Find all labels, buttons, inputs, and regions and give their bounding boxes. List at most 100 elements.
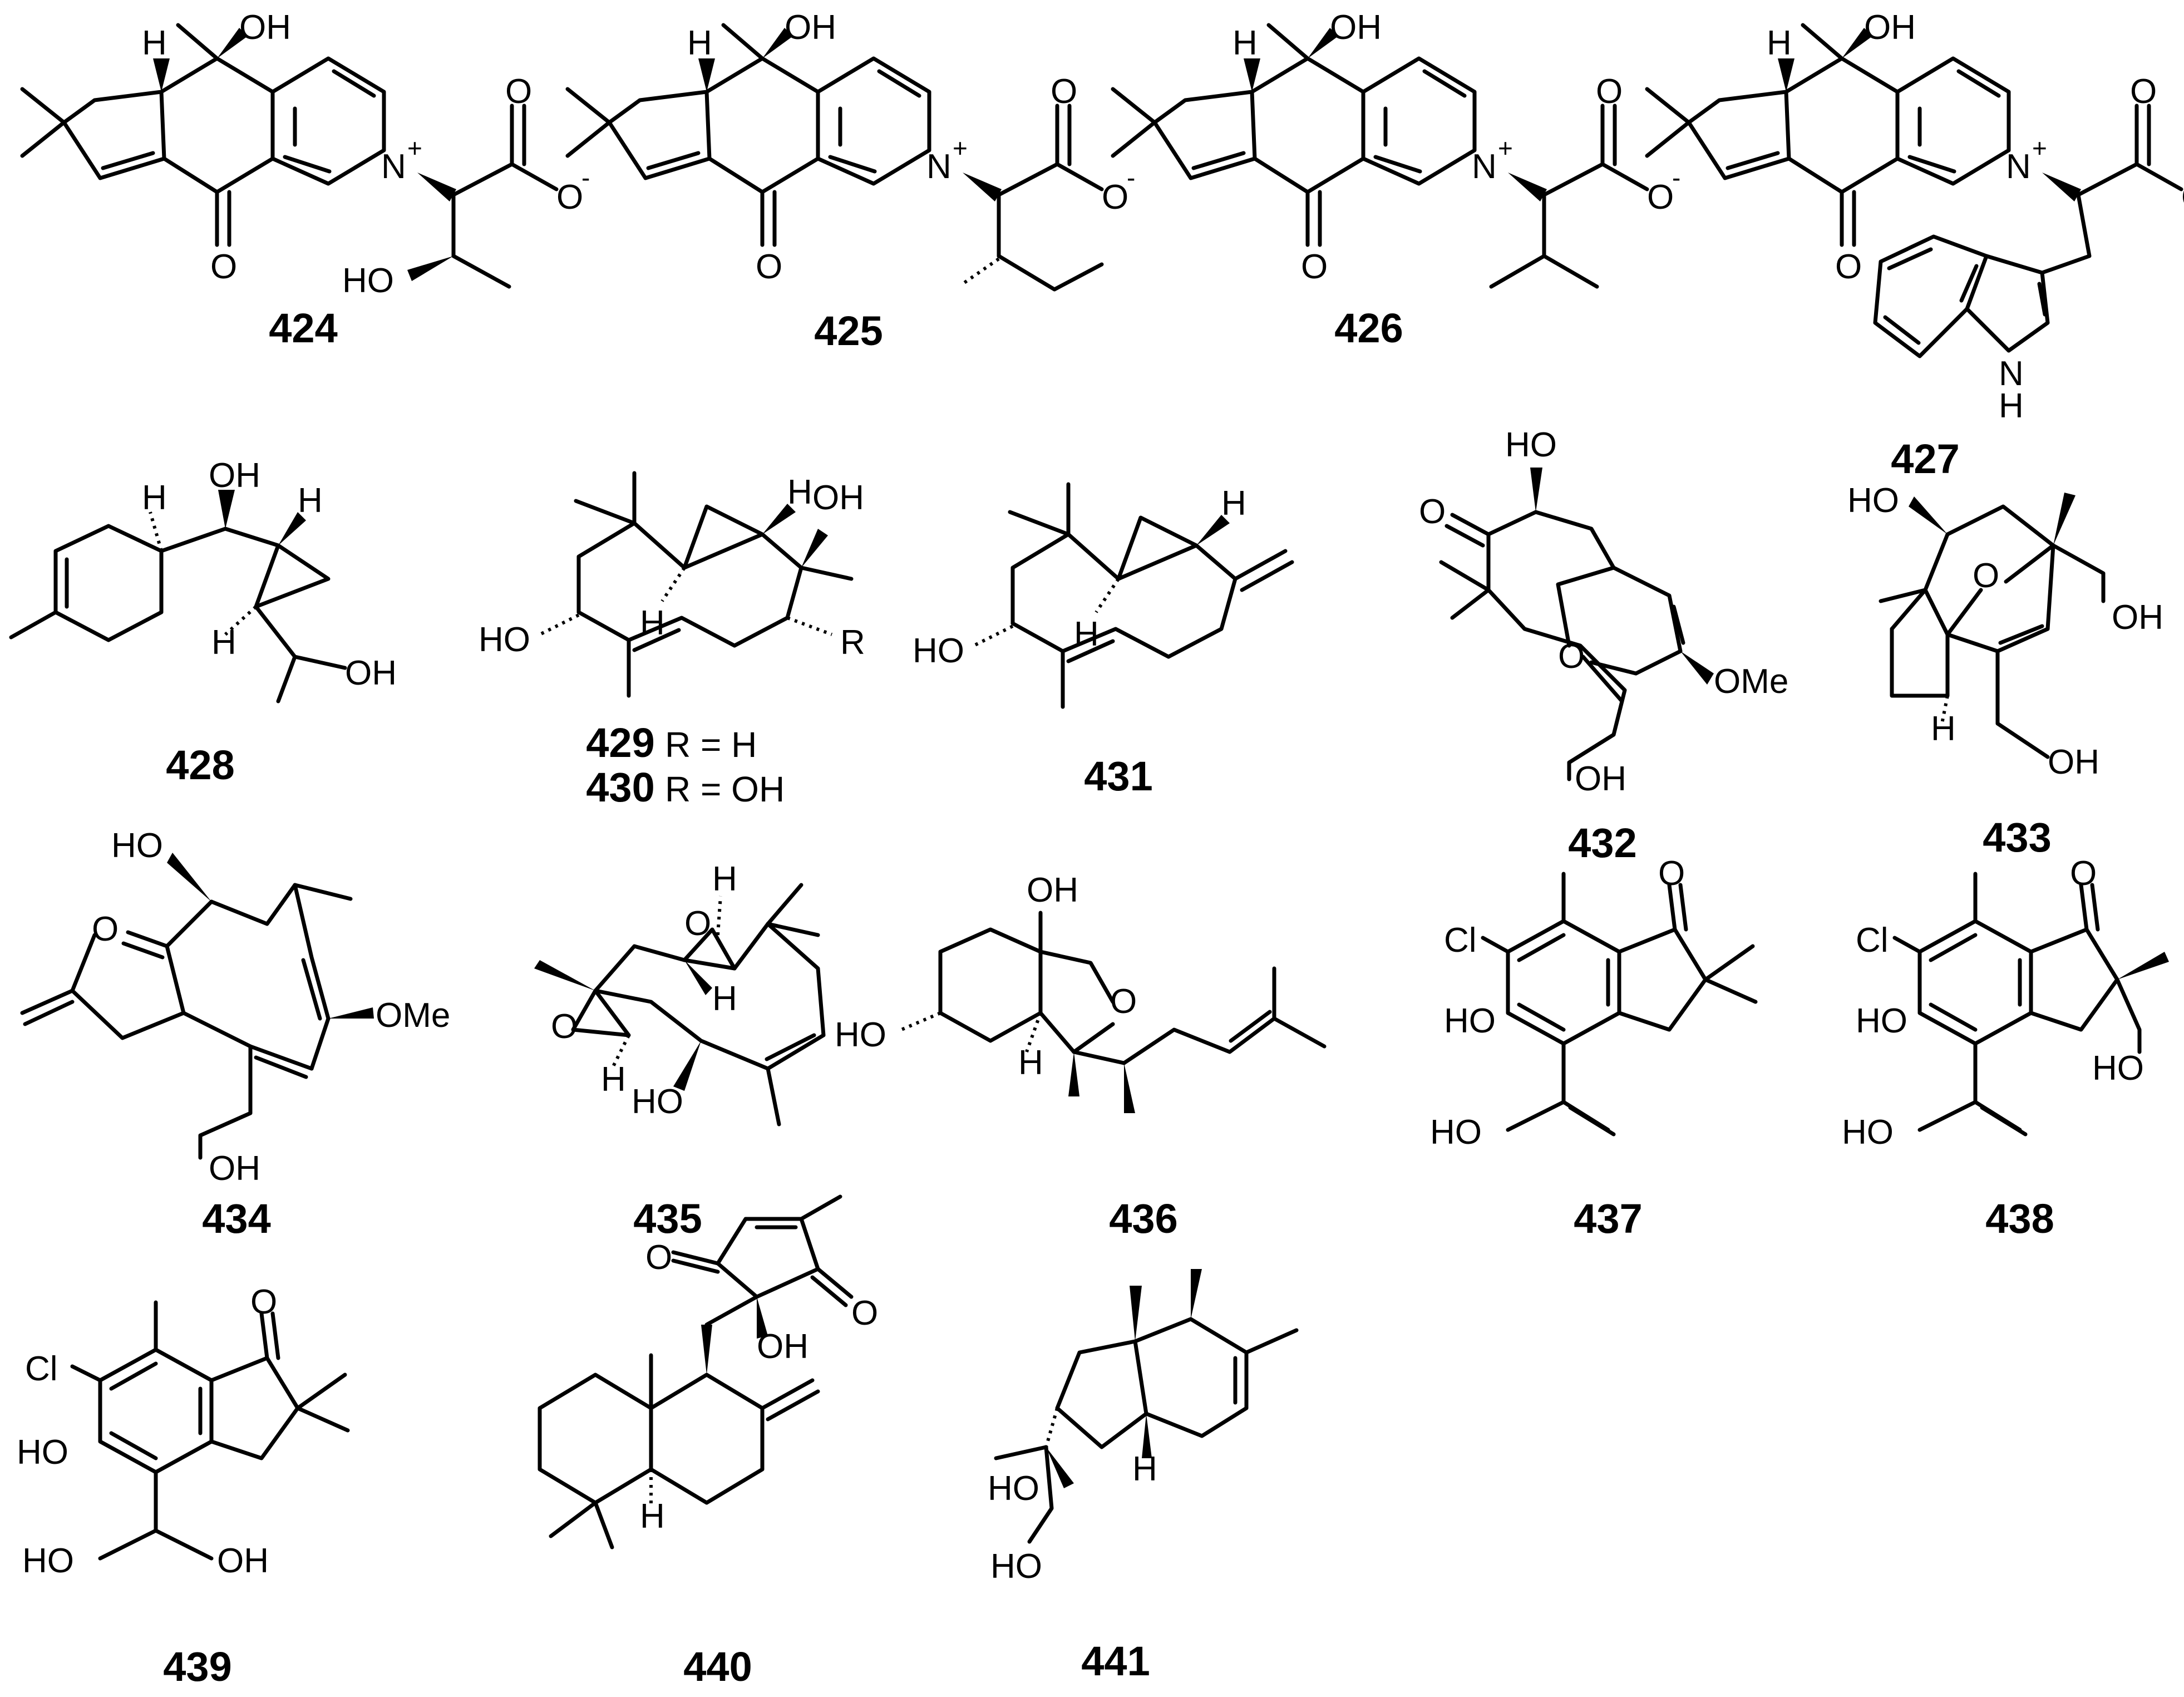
ketone-o: O <box>1419 493 1446 531</box>
oh-label: OH <box>1575 760 1626 798</box>
compound-label-441: 441 <box>1081 1638 1150 1684</box>
compound-label-433: 433 <box>1983 814 2051 860</box>
compound-label-429: 429 <box>586 720 654 766</box>
ho-label: HO <box>1856 1002 1907 1040</box>
charge-plus: + <box>407 134 422 163</box>
ketone-o: O <box>1301 248 1328 286</box>
compound-424: H OH O N + O O - HO 424 <box>22 8 590 351</box>
ketone-o: O <box>250 1283 277 1321</box>
charge-plus: + <box>1498 134 1513 163</box>
epoxide-o: O <box>684 904 711 943</box>
carbonyl-o: O <box>1596 72 1623 111</box>
compound-label-438: 438 <box>1985 1196 2054 1242</box>
h-label: H <box>787 473 812 511</box>
h-label: H <box>687 24 712 62</box>
ether-o: O <box>1110 982 1137 1021</box>
compound-label-427: 427 <box>1891 436 1959 482</box>
dione-o: O <box>645 1238 672 1277</box>
charge-minus: - <box>1672 163 1680 192</box>
carboxylate-o: O <box>1102 178 1128 217</box>
oh-label: OH <box>757 1327 808 1366</box>
compound-label-436: 436 <box>1109 1196 1177 1242</box>
compound-label-435: 435 <box>633 1196 702 1242</box>
ho-label: HO <box>1430 1113 1482 1152</box>
epoxide-o: O <box>551 1007 578 1046</box>
ketone-o: O <box>92 910 119 948</box>
h-label: H <box>1232 24 1258 62</box>
compound-label-424: 424 <box>269 305 337 351</box>
ho-label: HO <box>1842 1113 1894 1152</box>
ketone-o: O <box>1835 248 1862 286</box>
h-label: H <box>1221 484 1246 523</box>
ho-label: HO <box>835 1016 886 1054</box>
compound-439: Cl HO O HO OH 439 <box>17 1283 350 1690</box>
h-label: H <box>1767 24 1792 62</box>
compound-425: H OH O N + O O - 425 <box>568 8 1135 354</box>
oh-label: OH <box>209 1149 260 1188</box>
carboxylate-o: O <box>1647 178 1674 217</box>
h-label: H <box>712 980 737 1018</box>
ketone-o: O <box>1658 854 1685 893</box>
n-plus-label: N <box>1472 147 1497 186</box>
ho-label: HO <box>1847 481 1899 520</box>
indole-h: H <box>1999 387 2024 425</box>
ho-label: HO <box>1444 1002 1496 1040</box>
oh-label: OH <box>812 479 864 517</box>
compound-432: HO O O OMe OH 432 <box>1419 426 1788 866</box>
n-plus-label: N <box>2006 147 2031 186</box>
compound-438: Cl HO O HO HO 438 <box>1842 854 2169 1242</box>
ketone-o: O <box>210 248 237 286</box>
compound-label-431: 431 <box>1084 753 1152 799</box>
compound-label-434: 434 <box>202 1196 270 1242</box>
compound-label-430: 430 <box>586 764 654 810</box>
ho-label: HO <box>990 1547 1042 1586</box>
h-label: H <box>712 860 737 898</box>
oh-label: OH <box>1864 8 1916 47</box>
oh-label: OH <box>2048 743 2099 781</box>
carbonyl-o: O <box>1051 72 1077 111</box>
compound-434: HO OMe O OH 434 <box>20 827 450 1242</box>
carbonyl-o: O <box>505 72 532 111</box>
charge-plus: + <box>953 134 968 163</box>
oh-label: OH <box>1330 8 1382 47</box>
n-plus-label: N <box>381 147 406 186</box>
oh-label: OH <box>2112 598 2163 637</box>
compound-433: HO OH O H OH 433 <box>1847 481 2163 860</box>
cl-label: Cl <box>1444 921 1477 960</box>
ether-o: O <box>1558 637 1585 676</box>
h-label: H <box>1132 1450 1157 1488</box>
h-label: H <box>601 1060 626 1099</box>
oh-label: OH <box>209 456 260 495</box>
compound-431: H HO H 431 <box>913 482 1294 799</box>
ome-label: OMe <box>1714 662 1788 701</box>
cl-label: Cl <box>25 1350 58 1388</box>
ho-label: HO <box>913 632 964 670</box>
charge-minus: - <box>581 163 590 192</box>
charge-plus: + <box>2032 134 2047 163</box>
compound-label-439: 439 <box>163 1644 231 1690</box>
carboxylate-o: O <box>556 178 583 217</box>
oh-label: OH <box>1027 871 1078 909</box>
dione-o: O <box>851 1294 878 1332</box>
compound-label-437: 437 <box>1574 1196 1642 1242</box>
compound-label-428: 428 <box>166 742 234 788</box>
h-label: H <box>211 623 236 662</box>
oh-label: OH <box>239 8 291 47</box>
h-label: H <box>142 479 167 517</box>
h-label: H <box>142 24 167 62</box>
compound-440: H O O OH 440 <box>538 1194 878 1690</box>
n-plus-label: N <box>926 147 952 186</box>
ho-label: HO <box>17 1433 68 1472</box>
ketone-o: O <box>2070 854 2097 893</box>
ho-label: HO <box>988 1469 1039 1508</box>
h-label: H <box>640 1497 665 1536</box>
substituent-429: R = H <box>665 725 757 765</box>
h-label: H <box>1074 615 1099 653</box>
compound-426: H OH O N + O O - 426 <box>1113 8 1680 351</box>
ho-label: HO <box>632 1083 683 1121</box>
substituent-430: R = OH <box>665 769 785 809</box>
carbonyl-o: O <box>2130 72 2157 111</box>
compound-label-440: 440 <box>683 1644 752 1690</box>
compound-437: Cl HO O HO 437 <box>1430 854 1758 1242</box>
